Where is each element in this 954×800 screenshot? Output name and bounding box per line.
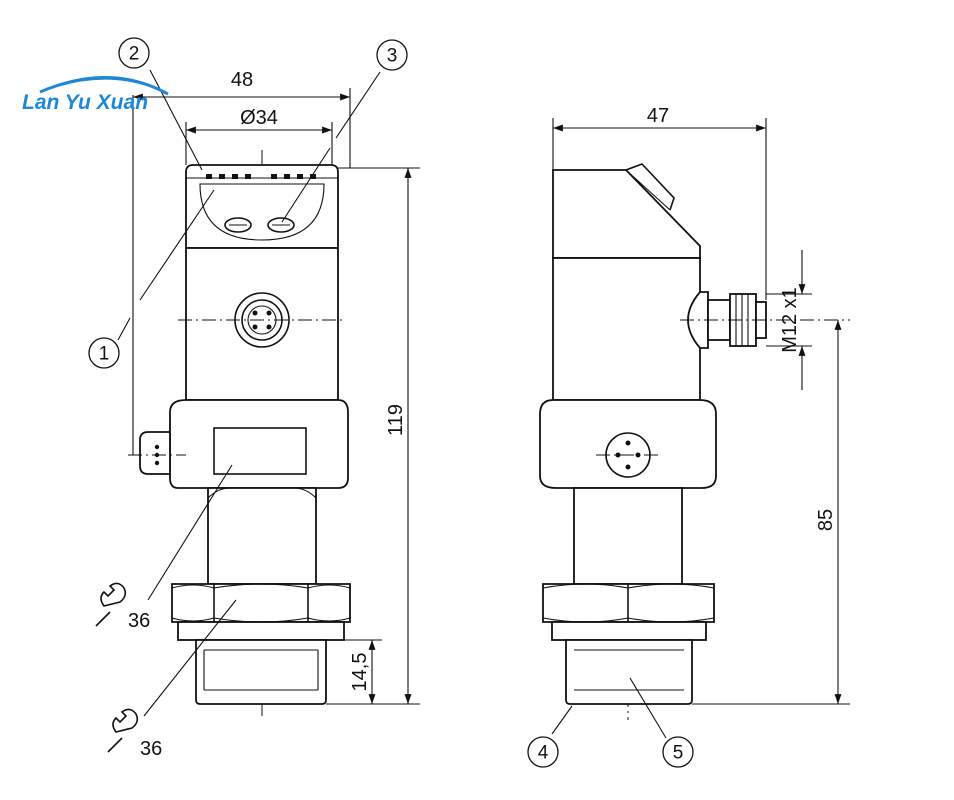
wrench-size-2: 36 (140, 738, 162, 760)
wrench-size-1: 36 (128, 610, 150, 632)
dim-height-119: 119 (385, 404, 407, 436)
side-view: 47 M12 x1 85 4 5 (527, 105, 850, 768)
watermark-logo: Lan Yu Xuan (22, 76, 169, 114)
callout-5: 5 (662, 736, 694, 768)
callout-4: 4 (527, 736, 559, 768)
watermark-text: Lan Yu Xuan (22, 91, 148, 114)
callout-3: 3 (376, 39, 408, 71)
callout-2: 2 (118, 37, 150, 69)
svg-text:4: 4 (538, 743, 549, 764)
front-view: 48 Ø34 119 14,5 36 36 (88, 37, 420, 760)
dim-diameter-34: Ø34 (240, 107, 278, 129)
svg-text:2: 2 (129, 44, 140, 65)
wrench-icon (95, 582, 127, 627)
button-right (267, 217, 295, 233)
svg-text:1: 1 (99, 344, 110, 365)
wrench-icon (107, 708, 139, 753)
dim-width-48: 48 (231, 69, 253, 91)
svg-text:5: 5 (673, 743, 684, 764)
button-left (224, 217, 252, 233)
dim-connector-thread: M12 x1 (779, 287, 801, 353)
callout-1: 1 (88, 337, 120, 369)
dim-thread-14-5: 14,5 (349, 653, 371, 692)
display-segments (206, 174, 316, 179)
dim-height-85: 85 (815, 509, 837, 531)
dim-side-width-47: 47 (647, 105, 669, 127)
svg-text:3: 3 (387, 46, 398, 67)
